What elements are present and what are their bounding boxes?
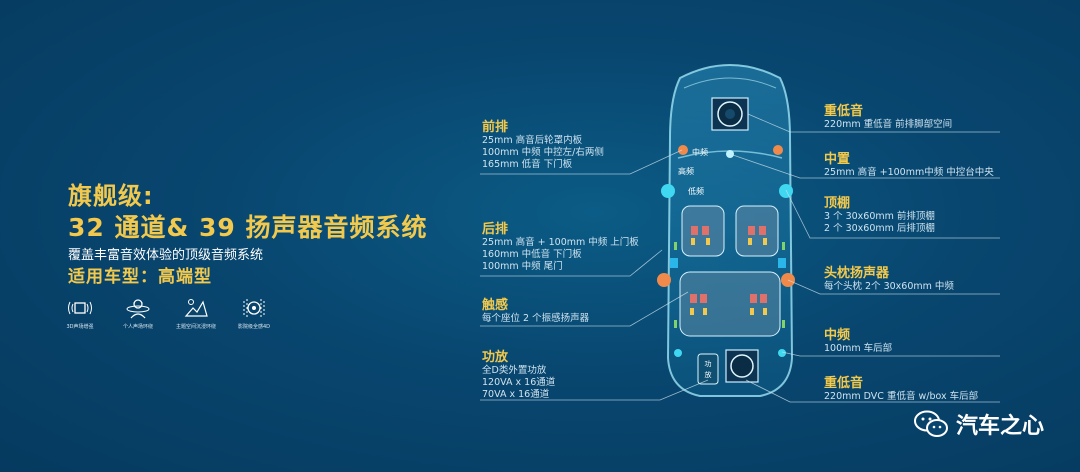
- feature-cinema-4d: 影院级全感4D: [234, 296, 274, 330]
- subtitle: 覆盖丰富音效体验的顶级音频系统: [68, 248, 264, 263]
- car-label-low: 低频: [688, 186, 704, 196]
- title-line-3: 适用车型：高端型: [68, 267, 212, 287]
- callout-front: 前排 25mm 高音后轮罩内板 100mm 中频 中控左/右两侧 165mm 低…: [482, 120, 604, 170]
- cinema-4d-icon: [243, 299, 265, 317]
- watermark-text: 汽车之心: [955, 414, 1044, 439]
- watermark: 汽车之心: [913, 408, 1044, 440]
- car-diagram: 功 放 中频 高频 低频: [657, 64, 795, 397]
- callout-roof: 顶棚 3 个 30x60mm 前排顶棚 2 个 30x60mm 后排顶棚: [824, 196, 935, 234]
- rear-seat: [679, 271, 781, 337]
- title-line-1: 旗舰级:: [68, 182, 154, 210]
- feature-theme-space: 主题空间沉浸环绕: [176, 296, 216, 330]
- feature-icons: 3D声场增强 个人声场环绕 主题空间沉浸环绕 影院级全感4D: [60, 296, 274, 330]
- 3d-sound-icon: [68, 301, 92, 315]
- callout-subwoofer-rear: 重低音 220mm DVC 重低音 w/box 车后部: [824, 376, 979, 402]
- front-seat-right: [735, 205, 779, 257]
- callout-center: 中置 25mm 高音 +100mm中频 中控台中央: [824, 152, 994, 178]
- callout-haptic: 触感 每个座位 2 个振感扬声器: [482, 298, 590, 324]
- car-label-tweeter: 高频: [678, 166, 694, 176]
- svg-text:放: 放: [705, 370, 712, 379]
- callout-amp: 功放 全D类外置功放 120VA x 16通道 70VA x 16通道: [482, 350, 556, 400]
- callout-rear: 后排 25mm 高音 + 100mm 中频 上门板 160mm 中低音 下门板 …: [482, 222, 639, 272]
- callout-headrest: 头枕扬声器 每个头枕 2个 30x60mm 中频: [824, 266, 954, 292]
- svg-text:功: 功: [705, 359, 712, 368]
- callout-subwoofer-front: 重低音 220mm 重低音 前排脚部空间: [824, 104, 953, 130]
- amplifier-box: [697, 353, 719, 385]
- feature-3d-sound: 3D声场增强: [60, 296, 100, 330]
- car-label-mid: 中频: [692, 147, 708, 157]
- callout-midrange: 中频 100mm 车后部: [824, 328, 893, 354]
- wechat-icon: [913, 410, 948, 437]
- feature-personal-sound: 个人声场环绕: [118, 296, 158, 330]
- title-line-2: 32 通道& 39 扬声器音频系统: [68, 213, 428, 242]
- theme-space-icon: [184, 299, 208, 317]
- personal-sound-icon: [126, 299, 150, 319]
